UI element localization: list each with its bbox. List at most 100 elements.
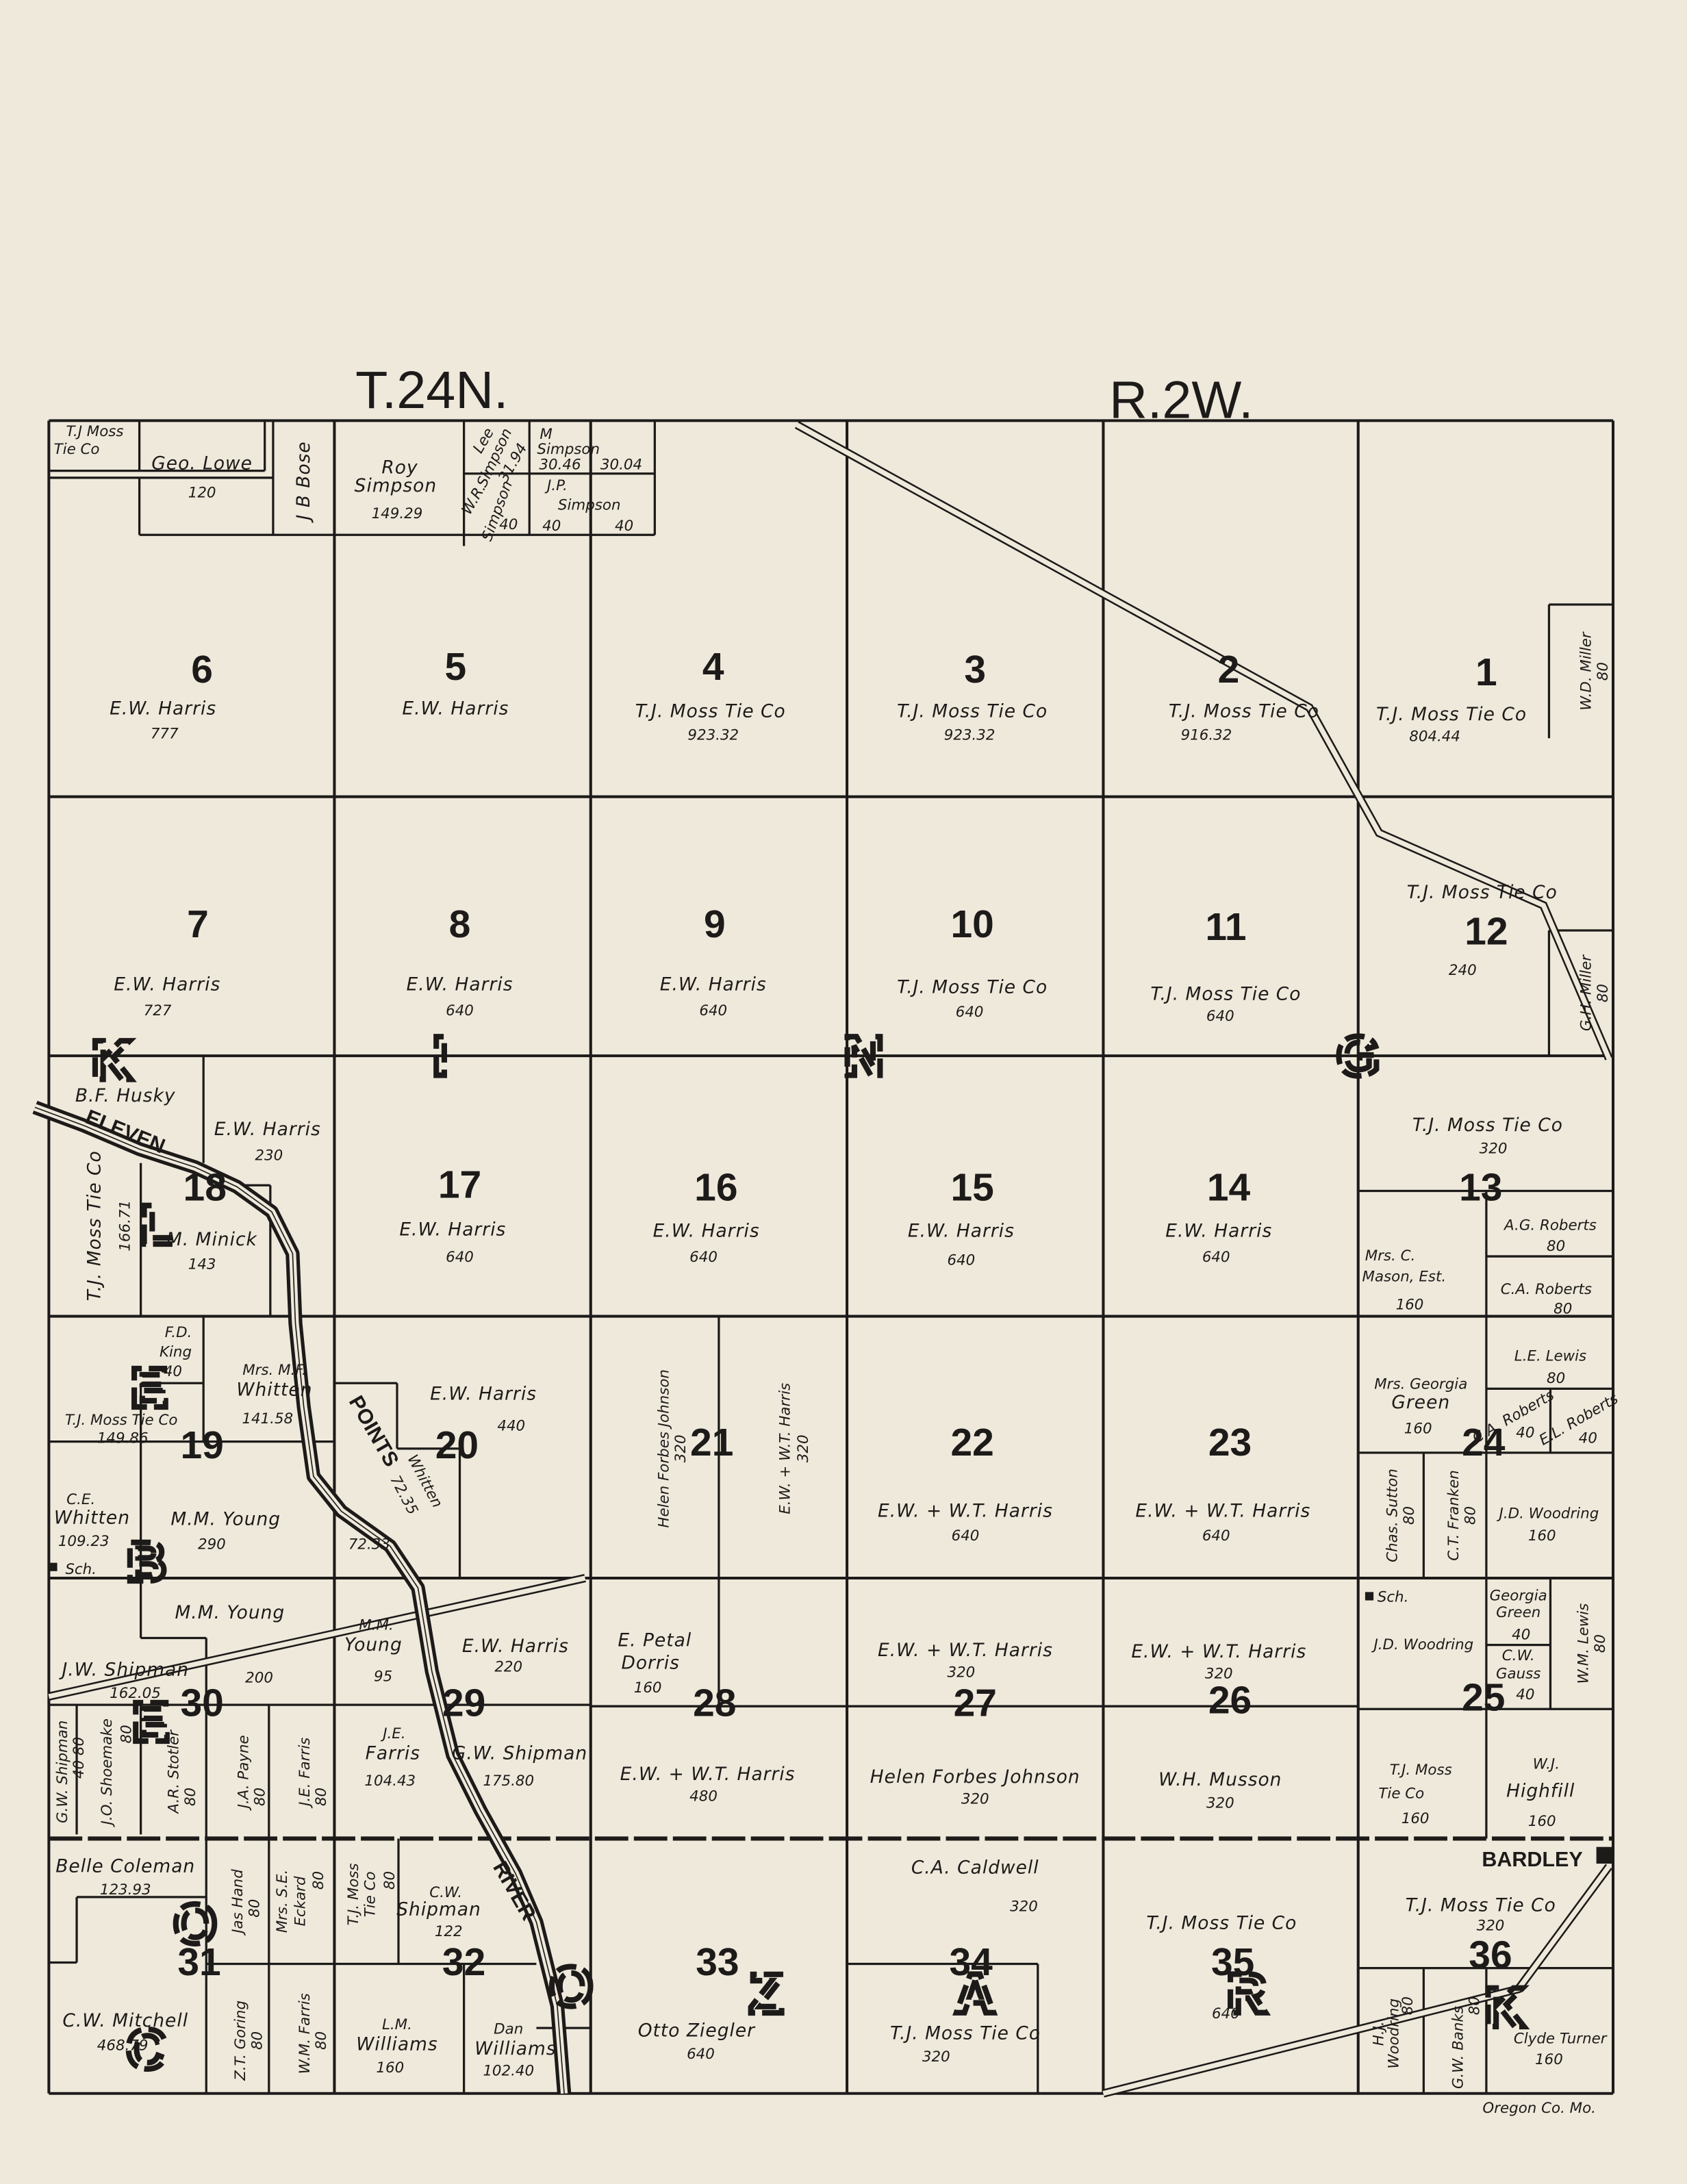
owner-label: T.J. Moss (345, 1863, 362, 1925)
owner-label: E.W. Harris (1165, 1221, 1272, 1242)
acreage-label: 160 (1528, 1527, 1556, 1545)
owner-label: E.W. Harris (406, 974, 513, 995)
owner-label: Whitten (54, 1508, 130, 1529)
section-number-12: 12 (1464, 909, 1508, 953)
owner-label: E.W. + W.T. Harris (620, 1764, 796, 1785)
owner-label: J.D. Woodring (1497, 1506, 1599, 1523)
section-number-24: 24 (1462, 1421, 1506, 1464)
section-number-15: 15 (951, 1166, 994, 1210)
owner-label: Chas. Sutton (1384, 1469, 1401, 1562)
section-number-2: 2 (1218, 648, 1240, 691)
owner-label: E.W. Harris (653, 1221, 760, 1242)
owner-label: C.A. Roberts (1501, 1281, 1592, 1298)
acreage-label: 320 (1010, 1898, 1038, 1915)
acreage-label: 72.33 (348, 1536, 390, 1553)
acreage-label: 80 (313, 2031, 330, 2050)
acreage-label: 640 (689, 1249, 718, 1266)
section-number-14: 14 (1207, 1166, 1251, 1210)
owner-label: M (540, 426, 552, 443)
acreage-label: 640 (446, 1249, 474, 1266)
county-label: Oregon Co. Mo. (1482, 2100, 1596, 2117)
owner-label: E.W. Harris (114, 974, 220, 995)
river-label: POINTS (344, 1392, 403, 1471)
owner-label: Tie Co (1378, 1785, 1424, 1802)
section-number-36: 36 (1469, 1933, 1512, 1977)
acreage-label: 727 (144, 1002, 172, 1019)
acreage-label: 40 (1516, 1686, 1534, 1703)
acreage-label: 162.05 (110, 1685, 161, 1702)
acreage-label: 80 (1595, 984, 1612, 1002)
acreage-label: 80 (1547, 1370, 1565, 1387)
acreage-label: 320 (922, 2048, 950, 2066)
acreage-label: 640 (952, 1527, 980, 1545)
owner-label: F.D. (165, 1324, 192, 1341)
owner-label: King (160, 1344, 192, 1361)
acreage-label: 80 (182, 1788, 199, 1806)
section-number-22: 22 (951, 1421, 994, 1464)
owner-label: Otto Ziegler (638, 2020, 756, 2041)
section-number-33: 33 (696, 1940, 739, 1984)
owner-label: E.W. Harris (214, 1119, 321, 1140)
owner-label: Mrs. C. (1365, 1247, 1416, 1265)
owner-label: Geo. Lowe (151, 453, 253, 474)
road-fill (48, 1575, 586, 1699)
owner-label: G.W. Shipman (54, 1720, 71, 1823)
owner-label: T.J. Moss Tie Co (1412, 1115, 1563, 1136)
owner-label: J.D. Woodring (1371, 1636, 1473, 1653)
owner-label: W.J. (1533, 1756, 1560, 1773)
owner-label: T.J. Moss Tie Co (890, 2022, 1041, 2044)
town-label-bardley: BARDLEY (1482, 1848, 1582, 1871)
owner-label: Roy (381, 457, 418, 479)
owner-label: W.M. Farris (296, 1993, 314, 2074)
owner-label: Dorris (621, 1652, 680, 1673)
overlay-letter: E (132, 1691, 169, 1753)
range-title: R.2W. (1109, 370, 1253, 429)
acreage-label: 480 (689, 1788, 718, 1805)
owner-label: T.J. Moss Tie Co (897, 701, 1048, 722)
owner-label: J.W. Shipman (58, 1659, 189, 1680)
owner-label: E.W. Harris (110, 698, 216, 720)
owner-label: E.W. Harris (660, 974, 767, 995)
township-title: T.24N. (355, 361, 508, 420)
owner-label: Clyde Turner (1514, 2031, 1608, 2048)
acreage-label: 141.58 (242, 1410, 293, 1427)
owner-label: Green (1496, 1604, 1540, 1621)
owner-label: J.E. (380, 1725, 405, 1742)
overlay-letter: C (126, 2018, 166, 2081)
owner-label: A.R. Stotler (166, 1729, 183, 1815)
owner-label: E.W. Harris (399, 1219, 506, 1241)
acreage-label: 123.93 (100, 1881, 151, 1899)
section-number-23: 23 (1208, 1421, 1252, 1464)
acreage-label: 40 (1516, 1425, 1534, 1442)
owner-label: M.M. Young (170, 1509, 281, 1530)
owner-label: Mason, Est. (1362, 1269, 1447, 1286)
owner-label: W.H. Musson (1158, 1769, 1282, 1790)
river-centerline (34, 1106, 565, 2094)
owner-label: Dan (494, 2020, 523, 2037)
acreage-label: 320 (948, 1664, 976, 1681)
owner-label: G.H. Miller (1577, 954, 1595, 1031)
acreage-label: 80 (1592, 1634, 1609, 1653)
section-number-30: 30 (180, 1681, 223, 1725)
acreage-label: 80 (313, 1788, 330, 1806)
river-label: RIVER (488, 1857, 540, 1925)
map-markers (49, 1562, 1614, 1864)
owner-label: J.O. Shoemake (99, 1718, 116, 1827)
owner-label: A.G. Roberts (1503, 1217, 1597, 1234)
owner-label: Simpson (355, 475, 437, 496)
owner-label: Jas Hand (229, 1869, 246, 1936)
owner-label: B.F. Husky (75, 1085, 176, 1106)
acreage-label: 777 (151, 725, 179, 742)
acreage-label: 320 (1206, 1795, 1234, 1812)
acreage-label: 160 (1396, 1296, 1424, 1313)
owner-label: Georgia (1490, 1588, 1547, 1605)
acreage-label: 80 (118, 1725, 135, 1743)
overlay-letter: E (131, 1357, 168, 1419)
acreage-label: 40 (499, 516, 518, 533)
section-number-28: 28 (693, 1681, 736, 1725)
owner-label: E.W. Harris (402, 698, 509, 720)
acreage-label: 320 (795, 1434, 812, 1462)
acreage-label: 80 (381, 1871, 398, 1890)
